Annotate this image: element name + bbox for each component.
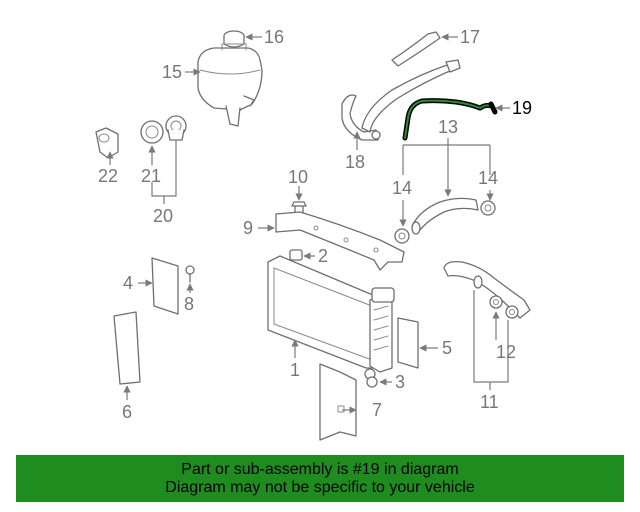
part-2-insulator[interactable]	[289, 249, 303, 261]
callout-3[interactable]: 3	[395, 372, 405, 392]
part-22-water-outlet[interactable]	[95, 127, 119, 159]
part-15-coolant-reservoir[interactable]	[197, 43, 263, 127]
callout-12[interactable]: 12	[496, 342, 516, 362]
callout-5[interactable]: 5	[442, 338, 452, 358]
part-9-upper-support[interactable]	[275, 211, 405, 271]
callout-14-left[interactable]: 14	[392, 178, 412, 198]
callout-4[interactable]: 4	[123, 273, 133, 293]
part-3-drain-cock[interactable]	[366, 376, 378, 388]
part-16-reservoir-cap[interactable]	[223, 30, 245, 48]
part-6-air-baffle[interactable]	[113, 311, 141, 385]
callout-17[interactable]: 17	[460, 27, 480, 47]
part-14-clamp-left[interactable]	[394, 228, 410, 244]
callout-20[interactable]: 20	[153, 206, 173, 226]
part-18-heater-hose[interactable]	[341, 59, 461, 141]
part-1-radiator[interactable]	[267, 255, 395, 380]
part-19-hose-highlighted[interactable]	[402, 98, 498, 141]
part-5-side-baffle[interactable]	[397, 317, 419, 369]
callout-2[interactable]: 2	[318, 246, 328, 266]
part-20-thermostat[interactable]	[165, 115, 187, 141]
callout-16[interactable]: 16	[264, 27, 284, 47]
part-8-clip[interactable]	[185, 265, 195, 283]
callout-7[interactable]: 7	[372, 400, 382, 420]
part-14-clamp-right[interactable]	[480, 200, 496, 216]
callout-8[interactable]: 8	[184, 294, 194, 314]
part-13-radiator-hose[interactable]	[411, 197, 479, 235]
parts-diagram: 16 15 17 18 19 13 14 14 22 21 20 10 9 2 …	[95, 27, 532, 441]
callout-19[interactable]: 19	[512, 98, 532, 118]
info-banner: Part or sub-assembly is #19 in diagram D…	[16, 455, 624, 502]
callout-15[interactable]: 15	[162, 62, 182, 82]
callout-10[interactable]: 10	[288, 167, 308, 187]
part-12-clamp-lower[interactable]	[505, 305, 519, 319]
part-21-gasket[interactable]	[140, 120, 164, 144]
part-12-clamp-upper[interactable]	[489, 295, 503, 309]
banner-line-2: Diagram may not be specific to your vehi…	[165, 478, 475, 496]
callout-11[interactable]: 11	[480, 392, 499, 412]
callout-labels: 16 15 17 18 19 13 14 14 22 21 20 10 9 2 …	[98, 27, 532, 422]
part-7-lower-baffle[interactable]	[319, 363, 357, 441]
callout-13[interactable]: 13	[438, 117, 458, 137]
callout-6[interactable]: 6	[122, 402, 132, 422]
callout-22[interactable]: 22	[98, 166, 118, 186]
callout-1[interactable]: 1	[290, 360, 300, 380]
part-17-hose[interactable]	[391, 31, 441, 67]
callout-9[interactable]: 9	[243, 218, 253, 238]
leader-lines	[106, 33, 510, 414]
part-11-lower-hose[interactable]	[443, 260, 531, 319]
banner-line-1: Part or sub-assembly is #19 in diagram	[181, 460, 459, 478]
callout-21[interactable]: 21	[141, 166, 161, 186]
callout-18[interactable]: 18	[345, 152, 365, 172]
part-4-side-seal[interactable]	[151, 257, 179, 315]
callout-14-right[interactable]: 14	[478, 168, 498, 188]
